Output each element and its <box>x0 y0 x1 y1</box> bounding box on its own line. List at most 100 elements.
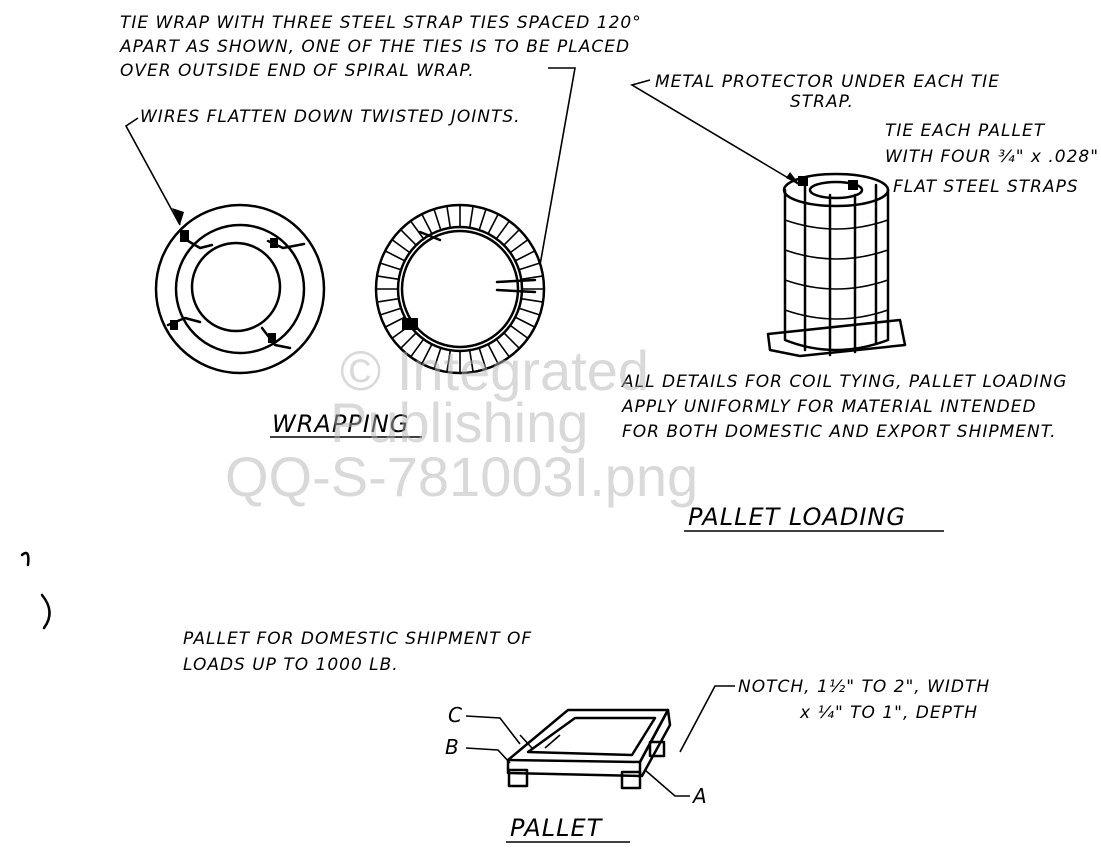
metal-protector-2 <box>848 180 858 190</box>
pallet-loading-title: PALLET LOADING <box>688 503 906 531</box>
tie-knot-4 <box>268 333 276 343</box>
spiral-wrap-turn <box>421 343 433 365</box>
spiral-wrap-turn <box>421 213 433 235</box>
pallet-deck-edge <box>506 758 642 778</box>
protector-leader <box>629 79 801 186</box>
details-note-line3: FOR BOTH DOMESTIC AND EXPORT SHIPMENT. <box>622 422 1057 442</box>
wrapping-section: TIE WRAP WITH THREE STEEL STRAP TIES SPA… <box>119 13 642 438</box>
wrapping-title: WRAPPING <box>272 410 409 438</box>
spiral-wrap-turn <box>400 332 417 349</box>
margin-marks <box>20 551 51 630</box>
spiral-bore-inner <box>400 229 520 349</box>
tie-strap-4 <box>260 326 292 350</box>
spiral-wrap-turn <box>391 238 411 254</box>
protector-arrowhead <box>786 172 800 185</box>
spiral-wrap-turn <box>468 205 474 228</box>
pallet-label-a: A <box>691 784 708 808</box>
notch-note-line2: x ¼" TO 1", DEPTH <box>799 703 978 723</box>
spiral-wrap-turn <box>433 208 442 231</box>
spiral-bore-outer <box>396 225 524 353</box>
loading-pallet-base <box>766 318 907 358</box>
spiral-wrap-turn <box>376 275 399 281</box>
notch-leader <box>679 685 735 753</box>
protector-note-line2: STRAP. <box>790 92 854 112</box>
tie-each-note-line3: FLAT STEEL STRAPS <box>893 177 1079 197</box>
pallet-runner-front-left <box>507 768 529 788</box>
tie-each-note-line1: TIE EACH PALLET <box>885 121 1046 141</box>
watermark-line3: QQ-S-781003I.png <box>225 445 698 508</box>
wires-arrowhead <box>172 208 184 225</box>
spiral-wrap-turn <box>468 350 474 373</box>
loading-steel-straps <box>803 183 878 357</box>
watermark-line1: © Integrated <box>340 339 649 402</box>
coil-stack-layers <box>784 219 889 320</box>
spiral-wrap-turn <box>409 220 425 240</box>
spiral-wrap-turn <box>376 297 399 303</box>
spiral-tie-strap <box>495 278 537 294</box>
spiral-wrap-turn <box>518 307 541 316</box>
tie-wrap-note-line3: OVER OUTSIDE END OF SPIRAL WRAP. <box>120 61 475 81</box>
spiral-wrap-turn <box>521 297 544 303</box>
pallet-runner-front-right <box>620 770 642 790</box>
protector-note-line1: METAL PROTECTOR UNDER EACH TIE <box>655 72 1000 92</box>
notch-note-line1: NOTCH, 1½" TO 2", WIDTH <box>738 677 990 697</box>
spiral-wrap-turn <box>509 324 529 340</box>
spiral-wrap-turn <box>384 316 406 328</box>
spiral-wrap-turn <box>478 347 487 370</box>
watermark: © Integrated Publishing QQ-S-781003I.png <box>225 339 698 508</box>
spiral-wrap-turn <box>400 229 417 246</box>
spiral-wrap-turn <box>433 347 442 370</box>
spiral-wrap-turns <box>376 205 544 373</box>
domestic-note-line1: PALLET FOR DOMESTIC SHIPMENT OF <box>183 629 532 649</box>
coil-stack-body <box>783 188 890 352</box>
coil-stack-top <box>782 172 890 208</box>
spiral-wrap-turn <box>384 250 406 262</box>
spiral-wrap-turn <box>495 220 511 240</box>
coil-bore <box>190 241 282 333</box>
spiral-wrap-turn <box>518 262 541 271</box>
coil-with-ties <box>154 203 326 375</box>
domestic-note-line2: LOADS UP TO 1000 LB. <box>183 655 399 675</box>
details-note-line2: APPLY UNIFORMLY FOR MATERIAL INTENDED <box>621 397 1037 417</box>
spiral-wrap-turn <box>509 238 529 254</box>
spiral-wrap-turn <box>503 332 520 349</box>
wires-note: WIRES FLATTEN DOWN TWISTED JOINTS. <box>140 107 521 127</box>
tie-wrap-leader <box>539 67 576 266</box>
spiral-tie-knot <box>402 318 418 330</box>
spiral-wrap-turn <box>487 343 499 365</box>
spiral-tie-top <box>418 230 442 242</box>
spiral-wrap-turn <box>446 350 452 373</box>
pallet-leader-c <box>465 715 521 745</box>
pallet-title: PALLET <box>510 814 604 842</box>
tie-knot-3 <box>170 320 178 330</box>
pallet-cross-braces <box>519 734 561 749</box>
spiral-wrap-turn <box>379 307 402 316</box>
spiral-wrap-turn <box>495 338 511 358</box>
coil-stack-on-pallet <box>766 172 907 358</box>
watermark-line2: Publishing <box>330 391 588 454</box>
coil-spiral-wrapped <box>374 203 546 375</box>
pallet-deck-opening <box>526 716 657 757</box>
pallet-leader-a <box>644 769 690 797</box>
pallet-label-c: C <box>448 703 463 727</box>
metal-protector-1 <box>798 176 808 186</box>
tie-each-note-line2: WITH FOUR ¾" x .028" <box>885 147 1099 167</box>
coil-outer-edge <box>154 203 326 375</box>
spiral-wrap-turn <box>514 316 536 328</box>
pallet-section: PALLET FOR DOMESTIC SHIPMENT OF LOADS UP… <box>183 629 990 843</box>
coil-inner-ring <box>174 223 306 355</box>
tie-knot-1 <box>180 230 189 242</box>
spiral-wrap-turn <box>487 213 499 235</box>
spiral-wrap-turn <box>446 205 452 228</box>
tie-wrap-note-line1: TIE WRAP WITH THREE STEEL STRAP TIES SPA… <box>120 13 642 33</box>
pallet-drawing <box>506 708 672 790</box>
pallet-loading-section: METAL PROTECTOR UNDER EACH TIE STRAP. TI… <box>621 72 1099 532</box>
spiral-wrap-turn <box>503 229 520 246</box>
wires-leader <box>124 117 181 226</box>
coil-stack-bore <box>808 180 864 200</box>
pallet-leader-b <box>465 747 511 764</box>
tie-wrap-note-line2: APART AS SHOWN, ONE OF THE TIES IS TO BE… <box>119 37 630 57</box>
details-note-line1: ALL DETAILS FOR COIL TYING, PALLET LOADI… <box>621 372 1067 392</box>
spiral-wrap-turn <box>379 262 402 271</box>
